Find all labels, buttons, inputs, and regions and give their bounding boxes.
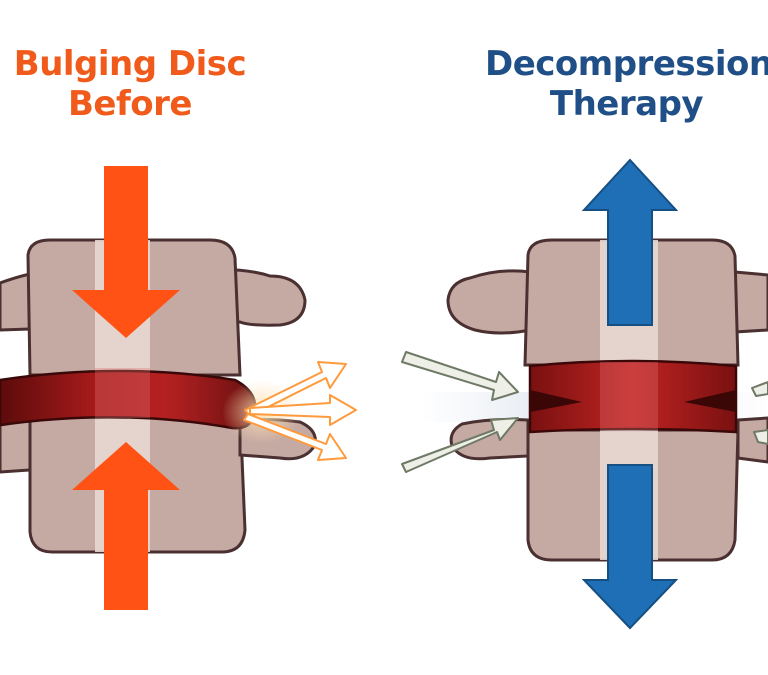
title-line-1: Bulging Disc (13, 44, 247, 84)
bulging-disc-title: Bulging Disc Before (0, 44, 260, 124)
right-spine-segment (420, 238, 768, 562)
disc-indent-left (530, 390, 582, 412)
title-line-1: Decompression (485, 44, 768, 84)
inward-arrows-icon (401, 351, 768, 473)
decompression-arrow-up-icon (581, 158, 679, 326)
compression-arrow-up-icon (72, 442, 180, 610)
title-line-2: Therapy (549, 84, 704, 124)
compression-arrow-down-icon (72, 166, 180, 338)
decompressed-disc (528, 359, 738, 434)
disc-indent-right (684, 390, 736, 412)
decompression-arrow-down-icon (581, 464, 679, 630)
left-spine-segment (0, 238, 317, 554)
bulge-arrows-icon (243, 361, 357, 461)
decompression-therapy-title: Decompression Therapy (485, 44, 768, 124)
title-line-2: Before (68, 84, 192, 124)
